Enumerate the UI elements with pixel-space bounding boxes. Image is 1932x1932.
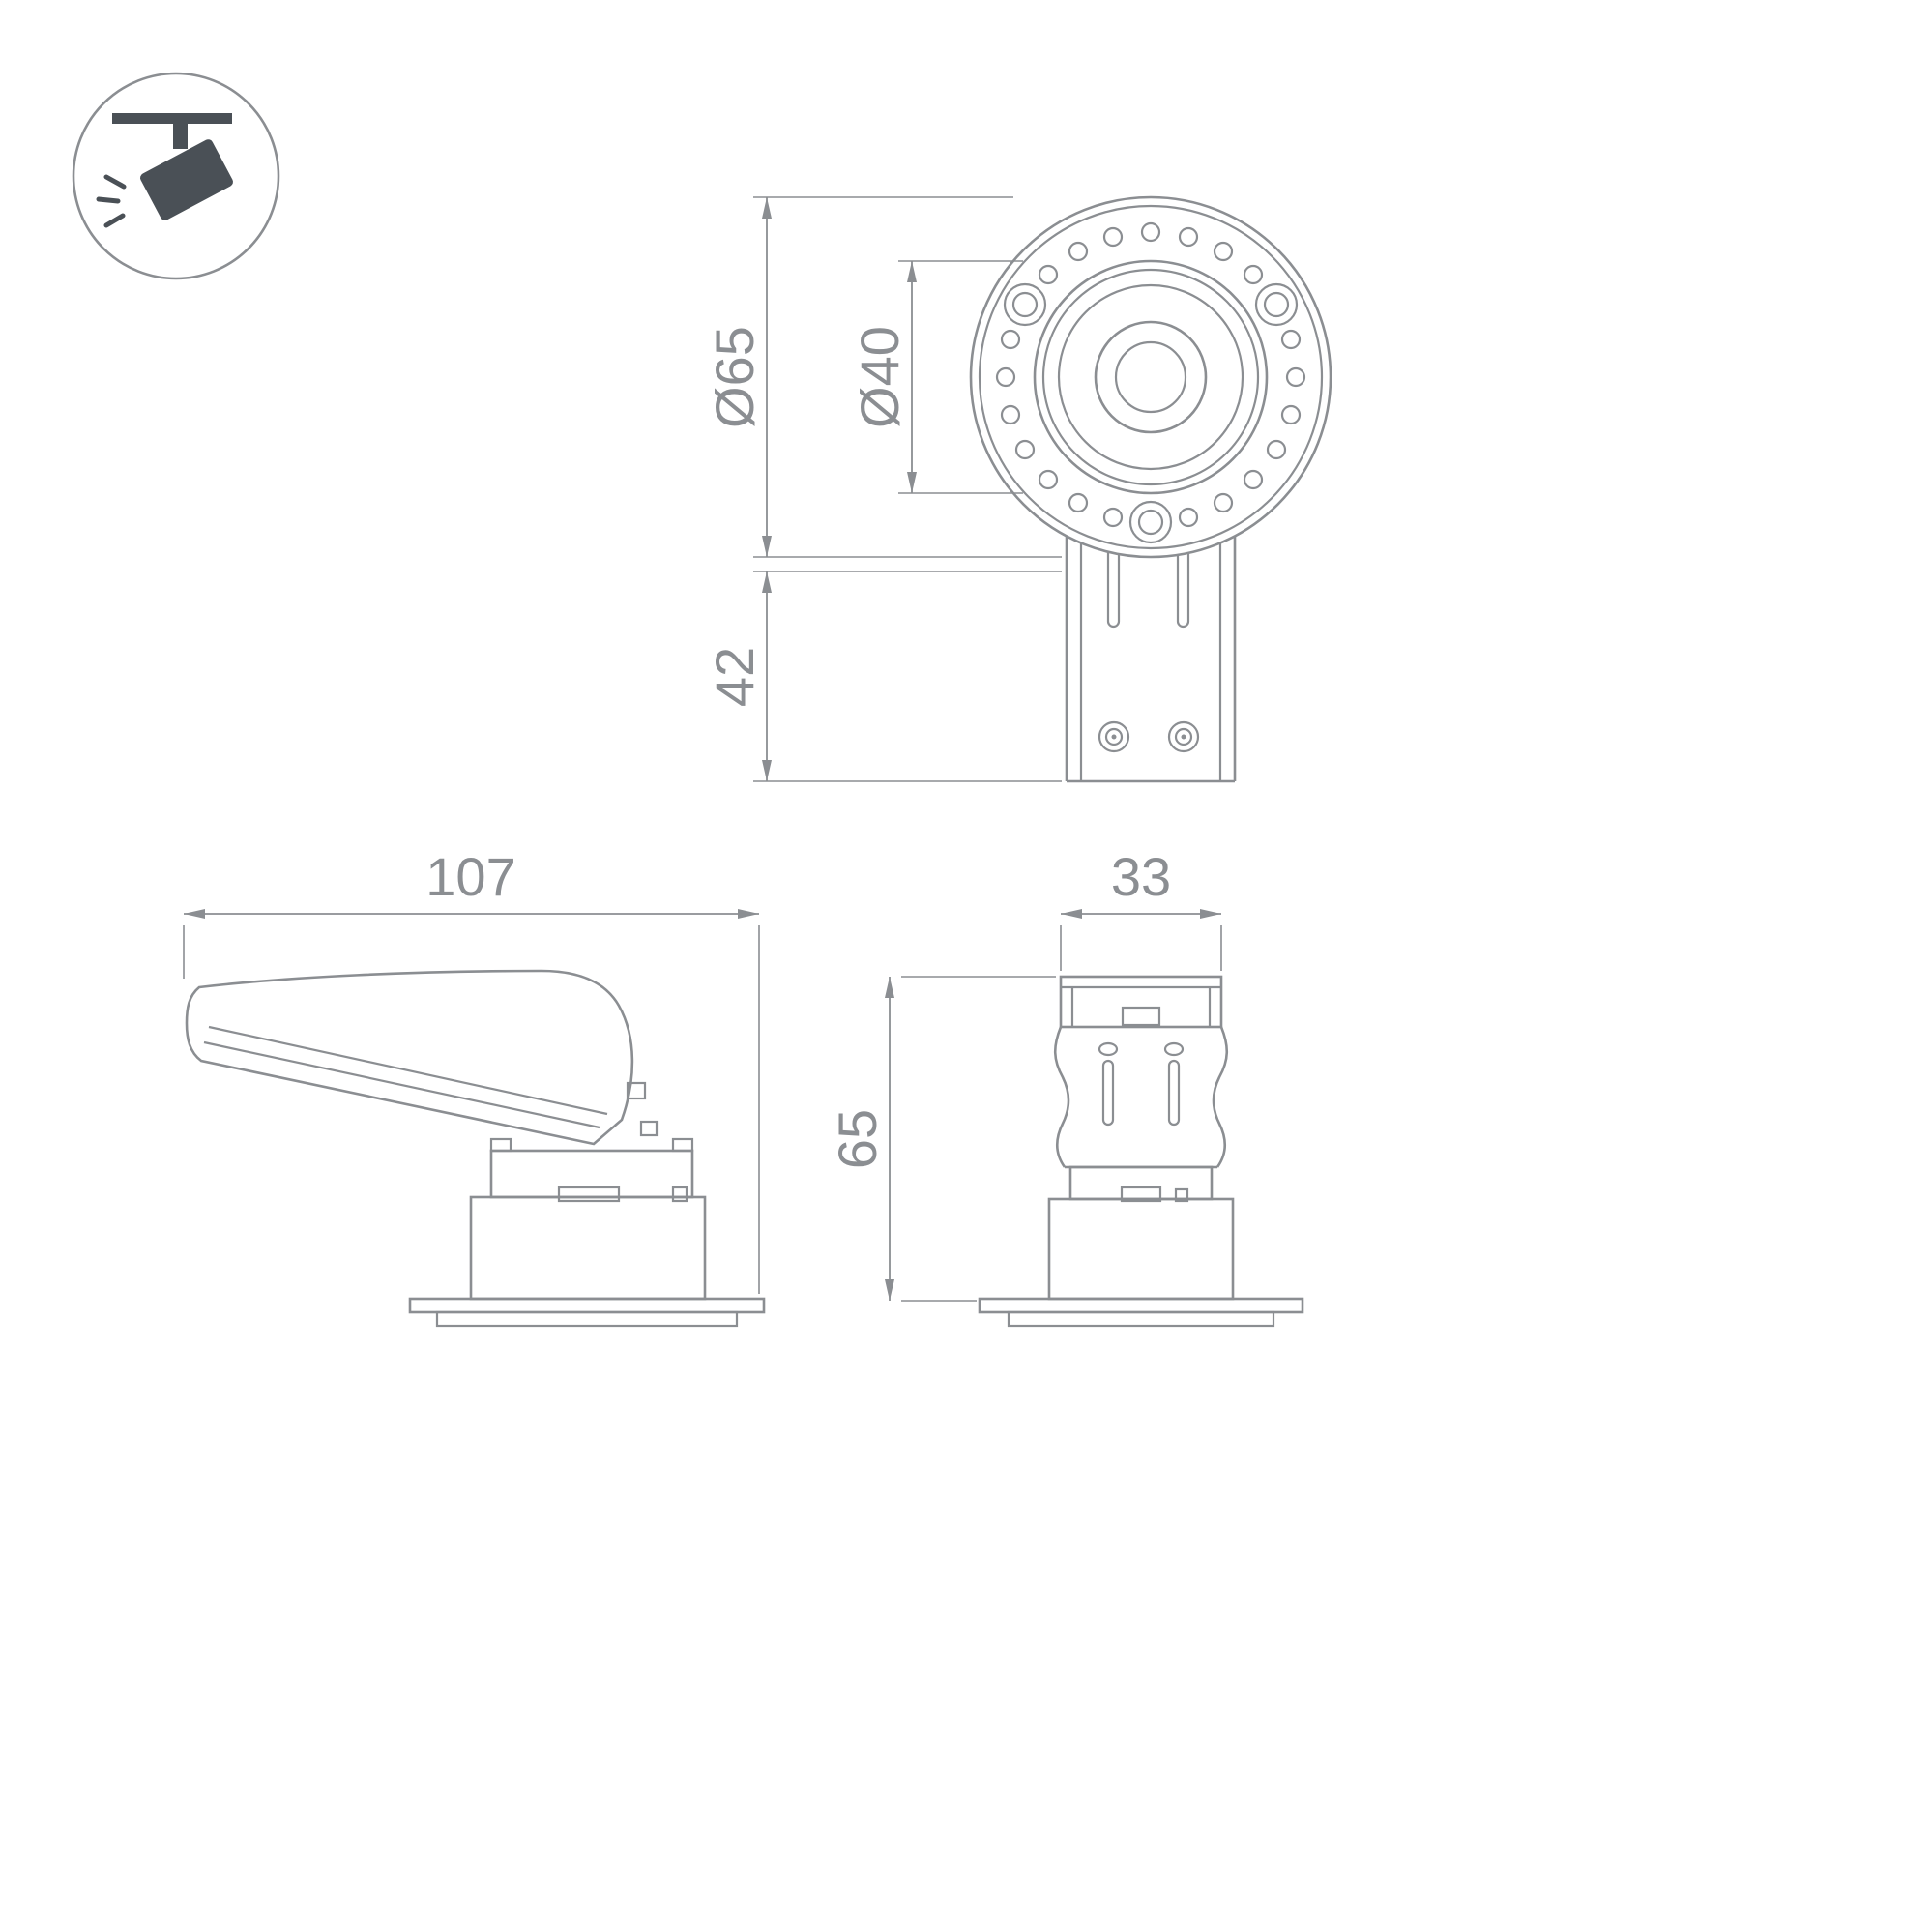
dimension-width: 33 — [1060, 846, 1222, 971]
dimension-length: 107 — [183, 846, 760, 1294]
contact-pin — [1101, 1059, 1115, 1127]
dim-label-width: 33 — [1111, 846, 1171, 907]
vent-hole — [1163, 1041, 1185, 1057]
dim-label-bracket-height: 42 — [704, 647, 765, 707]
side-view: 107 — [183, 846, 766, 1328]
lens-center — [1114, 340, 1187, 414]
dim-label-length: 107 — [425, 846, 515, 907]
dimension-height: 65 — [827, 976, 1056, 1302]
vent-hole — [1098, 1041, 1119, 1057]
mounting-bracket — [1065, 536, 1237, 783]
spot-head-end — [1053, 975, 1229, 1169]
end-view: 33 65 — [827, 846, 1304, 1328]
base-tab — [1174, 1187, 1189, 1203]
track-spotlight-icon — [96, 113, 233, 228]
reflector-ring — [1057, 283, 1244, 471]
lens-ring — [1094, 320, 1208, 434]
head-latch — [1121, 1006, 1161, 1027]
aperture-ring — [1033, 259, 1269, 495]
trim-flange — [408, 1297, 766, 1314]
dimension-aperture-diameter: Ø40 — [849, 260, 1023, 494]
head-clip — [626, 1081, 647, 1100]
dim-label-outer-diameter: Ø65 — [704, 326, 765, 428]
trim-lip — [435, 1310, 739, 1328]
contact-pin — [1167, 1059, 1181, 1127]
bracket-screw — [1098, 720, 1130, 753]
trim-lip — [1007, 1310, 1275, 1328]
mounting-plate — [969, 195, 1332, 559]
dimension-bracket-height: 42 — [704, 571, 1062, 782]
dimension-outer-diameter: Ø65 — [704, 196, 1062, 558]
trim-flange — [978, 1297, 1304, 1314]
fixing-hole — [1128, 500, 1173, 544]
head-clip — [639, 1120, 659, 1137]
legend-circle — [72, 72, 280, 280]
base-tab — [671, 1186, 688, 1203]
spot-head-side — [185, 969, 659, 1146]
front-view: Ø65 Ø40 42 — [704, 195, 1332, 783]
fixing-hole — [1254, 282, 1299, 327]
dim-label-aperture-diameter: Ø40 — [849, 326, 910, 428]
base-tab — [557, 1186, 621, 1203]
dim-label-height: 65 — [827, 1109, 888, 1169]
recessed-base-side — [408, 1137, 766, 1328]
screw-hole-ring — [995, 221, 1306, 528]
fixing-hole — [1003, 282, 1047, 327]
base-tab — [1120, 1186, 1162, 1203]
legend-badge — [72, 72, 280, 280]
recessed-base-end — [978, 1165, 1304, 1328]
bracket-screw — [1167, 720, 1200, 753]
